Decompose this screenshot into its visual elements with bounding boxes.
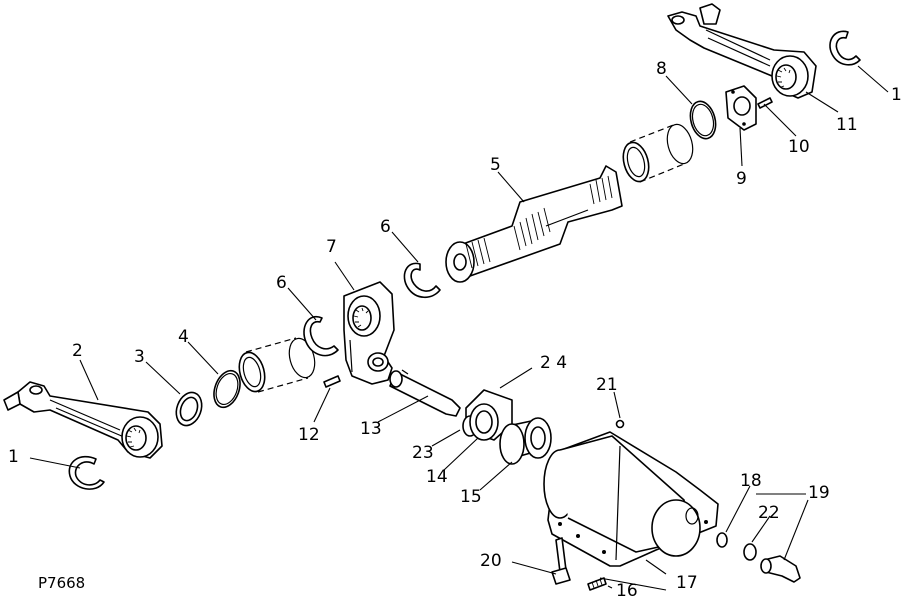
part-4-o-ring <box>213 369 241 409</box>
part-3-seal-ring <box>175 391 203 427</box>
callout-11: 11 <box>836 115 858 135</box>
callout-20: 20 <box>480 551 502 571</box>
part-16-set-screw <box>587 577 607 591</box>
callout-16: 16 <box>616 581 638 601</box>
part-17-housing <box>543 431 719 567</box>
callout-23: 23 <box>412 443 434 463</box>
callout-19: 19 <box>808 483 830 503</box>
callout-22: 22 <box>758 503 780 523</box>
leader-lines <box>29 65 889 591</box>
callout-5: 5 <box>490 155 501 175</box>
bushing-right <box>622 123 694 183</box>
callout-18: 18 <box>740 471 762 491</box>
part-18-washer <box>716 532 728 548</box>
figure-code: P7668 <box>38 574 85 592</box>
bushing-left <box>238 337 316 393</box>
callout-6-right: 6 <box>380 217 391 237</box>
part-1-snap-ring-right <box>829 30 861 66</box>
callout-14: 14 <box>426 467 448 487</box>
part-9-plate <box>725 85 757 131</box>
callout-4: 4 <box>178 327 189 347</box>
part-14-seal <box>469 403 499 441</box>
callout-17: 17 <box>676 573 698 593</box>
callout-1-right: 1 <box>891 85 902 105</box>
callout-2: 2 <box>72 341 83 361</box>
part-7-shift-lever <box>343 281 395 385</box>
callout-21: 21 <box>596 375 618 395</box>
part-12-roll-pin <box>323 375 341 388</box>
part-5-splined-shaft <box>445 165 623 283</box>
callout-9: 9 <box>736 169 747 189</box>
part-1-snap-ring-left <box>68 455 105 490</box>
part-6-snap-ring-left <box>303 315 339 357</box>
part-11-shift-arm <box>667 3 817 99</box>
part-15-bearing <box>499 417 552 465</box>
callout-1-left: 1 <box>8 447 19 467</box>
part-10-pin <box>757 97 773 109</box>
callout-15: 15 <box>460 487 482 507</box>
callout-3: 3 <box>134 347 145 367</box>
callout-6-left: 6 <box>276 273 287 293</box>
callout-12: 12 <box>298 425 320 445</box>
callout-8: 8 <box>656 59 667 79</box>
part-22-o-ring <box>743 543 757 561</box>
callout-10: 10 <box>788 137 810 157</box>
callout-7: 7 <box>326 237 337 257</box>
callout-24: 2 4 <box>540 353 567 373</box>
callout-13: 13 <box>360 419 382 439</box>
part-20-bolt <box>551 537 571 585</box>
part-2-shift-arm <box>3 381 163 459</box>
part-8-o-ring <box>689 100 717 140</box>
part-13-shaft-pin <box>389 369 461 417</box>
callout-labels: 1 2 3 4 6 7 6 5 8 9 10 11 1 12 13 2 4 21… <box>8 59 902 601</box>
part-21-ball <box>615 419 625 429</box>
part-19-fitting <box>760 555 801 583</box>
part-6-snap-ring-right <box>403 262 441 299</box>
